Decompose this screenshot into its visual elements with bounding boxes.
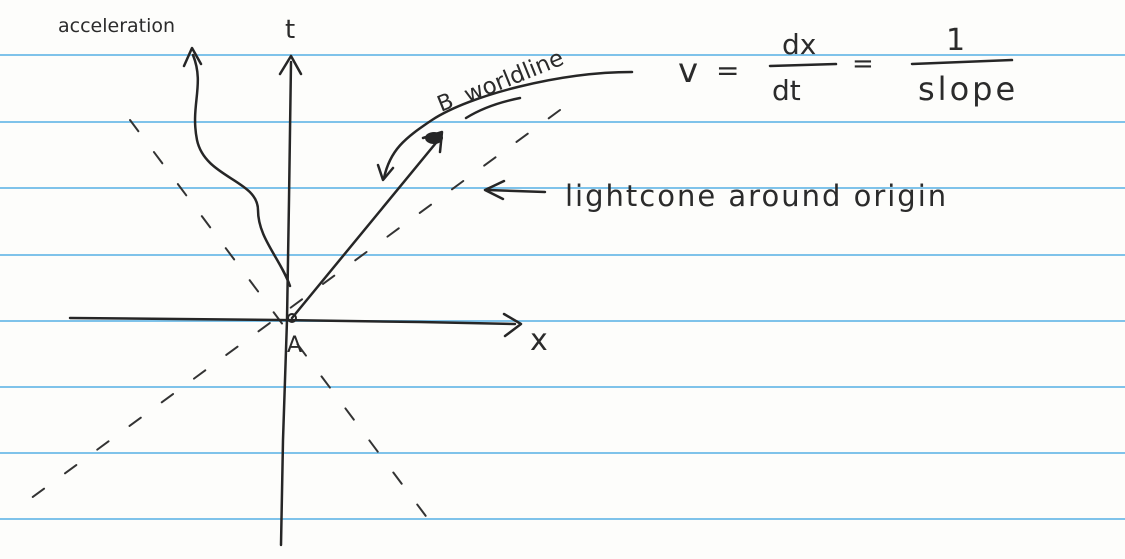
ruled-line	[0, 54, 1125, 56]
lightcone-arrowhead	[483, 179, 506, 201]
x-axis	[68, 316, 517, 326]
lightcone-label: lightcone around origin	[565, 179, 948, 213]
formula-v: v	[678, 51, 698, 91]
formula-equals-1: =	[716, 54, 739, 87]
acceleration-arrowhead	[182, 46, 203, 68]
acceleration-label: acceleration	[58, 15, 175, 37]
formula-slope: slope	[918, 70, 1018, 108]
worldline-ab	[290, 136, 442, 320]
ruled-line	[0, 320, 1125, 322]
origin-point	[287, 313, 297, 323]
t-axis-label: t	[285, 15, 295, 45]
point-b-label: B	[434, 89, 457, 118]
x-axis-label: x	[530, 323, 548, 358]
pointer-tail	[464, 96, 522, 120]
formula-one: 1	[946, 23, 965, 58]
ruled-line	[0, 386, 1125, 388]
pointer-arrowhead	[376, 163, 395, 182]
ruled-line	[0, 254, 1125, 256]
pointer-curve	[382, 70, 634, 180]
lightcone-line-right-up	[14, 109, 561, 511]
lightcone-arrow-shaft	[486, 188, 547, 194]
ruled-line	[0, 518, 1125, 520]
fraction-bar-one-slope	[910, 58, 1014, 66]
x-axis-arrowhead	[502, 312, 523, 338]
ruled-line	[0, 452, 1125, 454]
lightcone-line-left-down	[129, 119, 441, 536]
acceleration-worldline	[191, 53, 292, 288]
t-axis	[279, 60, 293, 547]
formula-dx: dx	[782, 28, 816, 61]
ruled-line	[0, 187, 1125, 189]
fraction-bar-dxdt	[768, 62, 838, 68]
formula-dt: dt	[772, 74, 801, 107]
point-b-dot	[425, 132, 443, 144]
ruled-line	[0, 121, 1125, 123]
origin-label: A	[287, 333, 302, 358]
t-axis-arrowhead	[278, 54, 303, 76]
formula-equals-2: =	[852, 49, 874, 79]
